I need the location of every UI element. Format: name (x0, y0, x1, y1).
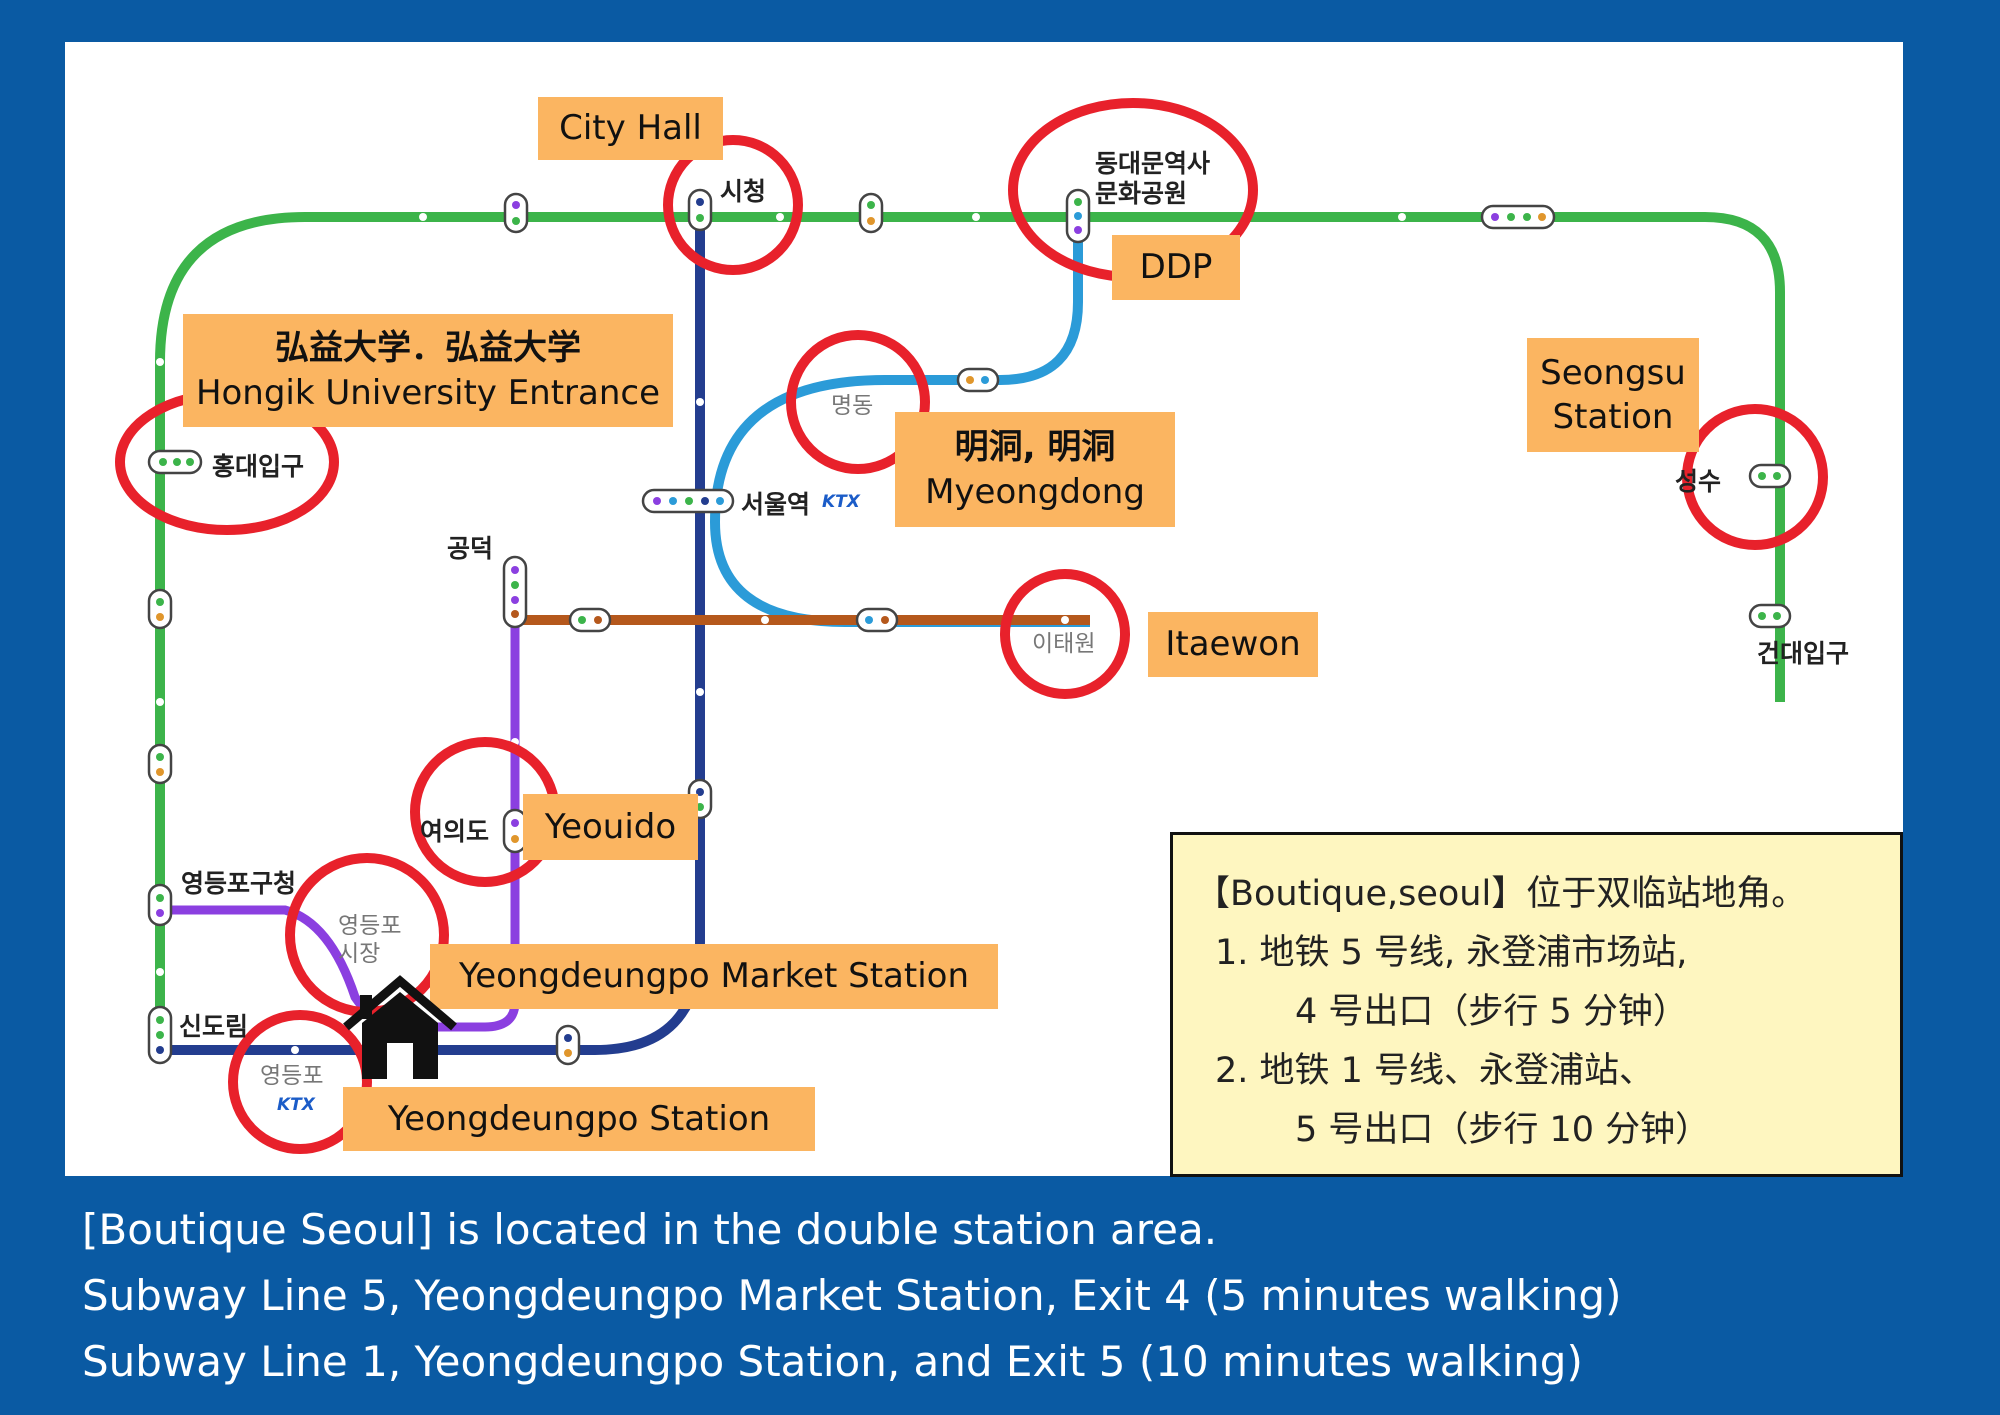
ktx-logo-seoul: KTX (822, 492, 860, 512)
station-name-seoul: 서울역 (741, 490, 811, 519)
station-name-city-hall: 시청 (720, 177, 767, 206)
station-name-sindorim: 신도림 (179, 1012, 249, 1041)
directions-item-1: 1. 地铁 5 号线, 永登浦市场站, (1215, 933, 1688, 973)
ktx-logo-yeongdeungpo: KTX (277, 1095, 315, 1115)
station-pill-myeongdong-link (956, 367, 1000, 393)
home-icon (343, 975, 457, 1079)
ring-myeongdong (786, 330, 930, 474)
label-seongsu: Seongsu Station (1527, 338, 1699, 452)
directions-box: 【Boutique,seoul】位于双临站地角。 1. 地铁 5 号线, 永登浦… (1170, 832, 1903, 1177)
station-pill-green-2 (858, 192, 884, 234)
station-name-ddp-2: 문화공원 (1095, 179, 1188, 208)
label-itaewon: Itaewon (1148, 612, 1318, 677)
station-pill-green-1 (503, 192, 529, 234)
station-pill-gongdeok (502, 555, 528, 629)
directions-item-1-detail: 4 号出口（步行 5 分钟） (1295, 992, 1688, 1032)
station-pill-brown (568, 607, 612, 633)
ring-seongsu (1682, 404, 1828, 550)
station-pill-navy-2 (555, 1024, 581, 1066)
station-name-ydp-market-1: 영등포 (338, 913, 402, 939)
station-name-seongsu: 성수 (1675, 467, 1722, 496)
station-name-yeongdeungpo: 영등포 (260, 1063, 324, 1089)
station-name-yeouido: 여의도 (420, 817, 490, 846)
station-pill-city-hall (687, 188, 713, 232)
label-ddp: DDP (1112, 235, 1240, 300)
station-pill-green-4 (147, 588, 173, 630)
footer-line-3: Subway Line 1, Yeongdeungpo Station, and… (82, 1337, 1583, 1386)
station-name-hongdae: 홍대입구 (212, 452, 305, 481)
station-pill-konkuk (1748, 603, 1792, 629)
label-hongik: 弘益大学．弘益大学 Hongik University Entrance (183, 314, 673, 427)
footer-caption: [Boutique Seoul] is located in the doubl… (82, 1197, 1621, 1395)
directions-item-2-detail: 5 号出口（步行 10 分钟） (1295, 1110, 1711, 1150)
station-pill-gu-office (147, 883, 173, 927)
ring-yeongdeungpo (228, 1010, 372, 1154)
station-name-konkuk: 건대입구 (1757, 639, 1850, 668)
station-name-ydp-market-2: 시장 (338, 941, 381, 967)
station-name-myeongdong: 명동 (831, 393, 874, 419)
directions-item-2: 2. 地铁 1 号线、永登浦站、 (1215, 1051, 1655, 1091)
label-ydp-market: Yeongdeungpo Market Station (430, 944, 998, 1009)
directions-title: 【Boutique,seoul】位于双临站地角。 (1195, 874, 1807, 914)
station-name-gu-office: 영등포구청 (181, 869, 297, 898)
label-yeouido: Yeouido (523, 794, 698, 860)
station-pill-seongsu (1748, 463, 1792, 489)
station-name-gongdeok: 공덕 (447, 534, 494, 563)
label-city-hall: City Hall (538, 97, 723, 160)
station-pill-blue (855, 607, 899, 633)
station-pill-green-3 (1480, 204, 1556, 230)
map-panel: 시청 동대문역사 문화공원 홍대입구 명동 서울역 KTX 성수 공덕 이태원 … (65, 42, 1903, 1177)
line-4-skyblue (709, 242, 1090, 627)
station-pill-green-5 (147, 743, 173, 785)
station-name-itaewon: 이태원 (1032, 631, 1096, 657)
footer-line-2: Subway Line 5, Yeongdeungpo Market Stati… (82, 1271, 1622, 1320)
label-myeongdong: 明洞, 明洞 Myeongdong (895, 412, 1175, 527)
ring-itaewon (1000, 569, 1130, 699)
ring-city-hall (663, 135, 803, 275)
footer-line-1: [Boutique Seoul] is located in the doubl… (82, 1205, 1218, 1254)
subway-map (115, 98, 1828, 1154)
label-ydp-station: Yeongdeungpo Station (343, 1087, 815, 1151)
line-2-green (155, 212, 1785, 1032)
station-name-ddp-1: 동대문역사 (1095, 149, 1211, 178)
